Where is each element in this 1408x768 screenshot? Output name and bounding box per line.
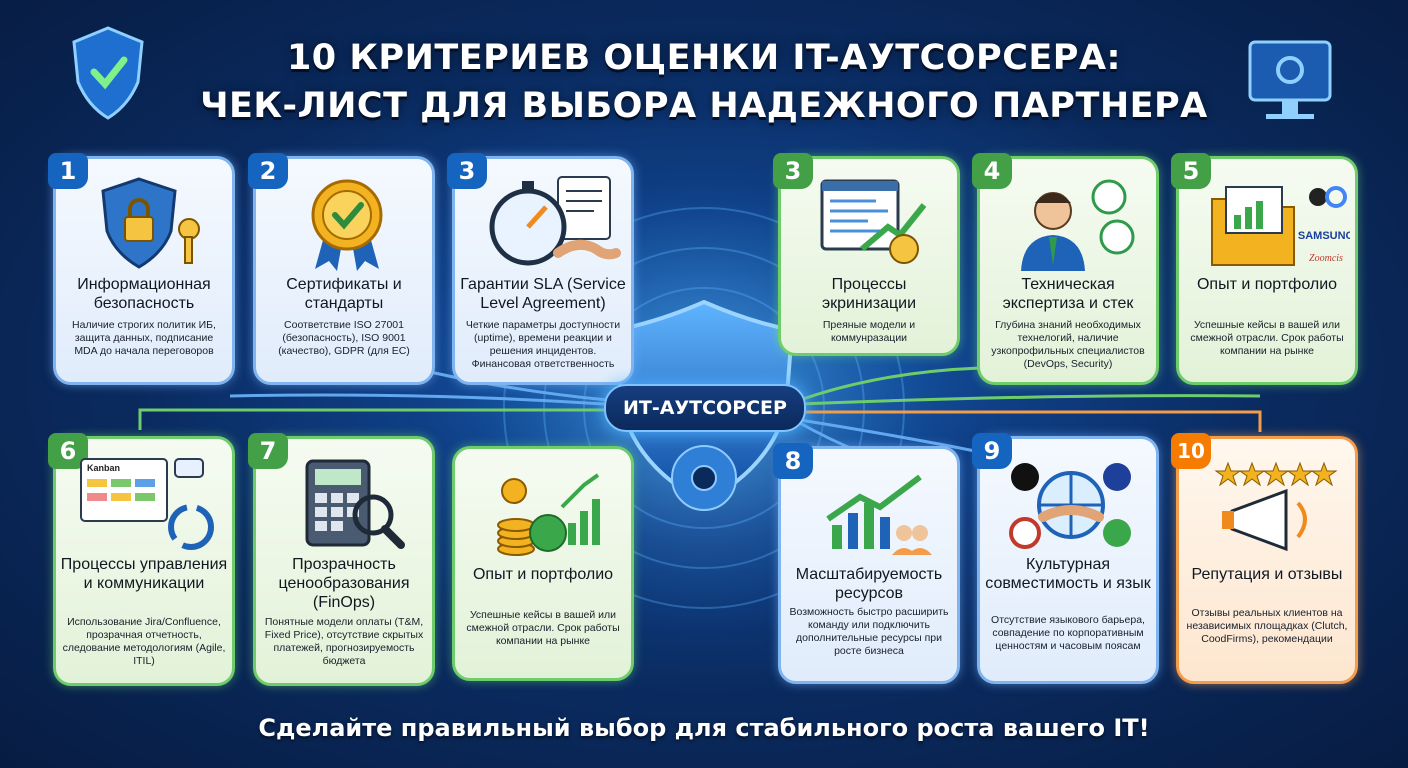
criterion-description: Успешные кейсы в вашей или смежной отрас… <box>466 609 620 647</box>
criterion-number-badge: 3 <box>773 153 813 189</box>
developer-icon <box>1021 179 1135 271</box>
footer-slogan: Сделайте правильный выбор для стабильног… <box>258 714 1150 742</box>
criterion-number-badge: 1 <box>48 153 88 189</box>
stopwatch-handshake-icon <box>489 176 621 266</box>
shield-lock-icon <box>101 177 200 269</box>
criterion-card-8: 7 Прозрачность ценообразования (FinOps) … <box>248 433 435 686</box>
criterion-title: Процессы экринизации <box>821 276 917 312</box>
criterion-title: Опыт и портфолио <box>1196 276 1338 293</box>
criterion-description: Четкие параметры доступности (uptime), в… <box>465 319 621 370</box>
criterion-number-badge: 2 <box>248 153 288 189</box>
criterion-number-badge: 4 <box>972 153 1012 189</box>
growth-team-icon <box>826 474 932 555</box>
criterion-description: Успешные кейсы в вашей или смежной отрас… <box>1190 319 1344 357</box>
kanban-board-label: Kanban <box>87 463 120 473</box>
criterion-title: Культурная совместимость и язык <box>985 556 1151 592</box>
page-title-line1: 10 КРИТЕРИЕВ ОЦЕНКИ IT-АУТСОРСЕРА: <box>286 38 1122 78</box>
criterion-description: Глубина знаний необходимых технелогий, н… <box>991 319 1145 370</box>
certificate-medal-icon <box>311 179 383 271</box>
code-growth-icon <box>820 179 927 264</box>
criterion-card-1: 1 Информационная безопасность Наличие ст… <box>48 153 235 385</box>
criterion-description: Отзывы реальных клиентов на независимых … <box>1186 607 1348 645</box>
criterion-description: Преяные модели и коммунразации <box>822 319 916 344</box>
kanban-board-icon: Kanban <box>80 458 214 550</box>
criterion-description: Использование Jira/Confluence, прозрачна… <box>62 616 226 667</box>
criterion-title: Сертификаты и стандарты <box>286 276 402 312</box>
criterion-number-badge: 8 <box>773 443 813 479</box>
criterion-card-2: 2 Сертификаты и стандарты Соответствие I… <box>248 153 435 385</box>
globe-flags-icon <box>1009 463 1131 549</box>
criterion-number-badge: 7 <box>248 433 288 469</box>
criterion-card-9: Опыт и портфолио Успешные кейсы в вашей … <box>452 446 634 681</box>
criterion-title: Информационная безопасность <box>77 276 211 312</box>
criterion-description: Возможность быстро расширить команду или… <box>789 606 949 657</box>
criterion-number-badge: 3 <box>447 153 487 189</box>
criterion-description: Наличие строгих политик ИБ, защита данны… <box>72 319 216 357</box>
criterion-description: Отсутствие языкового барьера, совпадение… <box>991 614 1145 652</box>
criterion-title: Репутация и отзывы <box>1191 566 1343 583</box>
calculator-icon <box>305 459 405 549</box>
criterion-card-3: 3 Гарантии SLA (Service Level Agreement)… <box>447 153 634 385</box>
center-label: ИТ-АУТСОРСЕР <box>604 384 806 432</box>
megaphone-stars-icon <box>1214 461 1338 552</box>
brand-logo-samsung: SAMSUNG <box>1298 230 1350 242</box>
criterion-card-4: 3 Процессы экринизации Преяные модели и … <box>773 153 960 356</box>
criterion-title: Опыт и портфолио <box>472 566 614 583</box>
brand-logo-zoomcis: Zoomcis <box>1309 253 1343 264</box>
criterion-card-11: 9 Культурная совместимость и язык Отсутс… <box>972 433 1159 684</box>
coins-chart-icon <box>497 473 600 556</box>
criterion-title: Прозрачность ценообразования (FinOps) <box>278 556 410 611</box>
portfolio-folder-icon: SAMSUNG Zoomcis <box>1211 186 1350 266</box>
criterion-card-12: 10 Репутация и отзывы Отзывы реальных кл… <box>1171 433 1358 684</box>
criterion-title: Техническая экспертиза и стек <box>1002 276 1134 312</box>
criterion-card-6: 5 SAMSUNG Zoomcis Опыт и портфолио Успеш… <box>1171 153 1358 385</box>
criterion-number-badge: 9 <box>972 433 1012 469</box>
criterion-title: Процессы управления и коммуникации <box>60 556 228 592</box>
criterion-card-7: 6 Kanban Процессы управления и коммуника… <box>48 433 235 686</box>
criterion-title: Масштабируемость ресурсов <box>795 566 943 602</box>
criterion-description: Соответствие ISO 27001 (безопасность), I… <box>278 319 410 357</box>
criterion-description: Понятные модели оплаты (T&M, Fixed Price… <box>264 616 424 667</box>
criterion-number-badge: 5 <box>1171 153 1211 189</box>
criterion-card-10: 8 Масштабируемость ресурсов Возможность … <box>773 443 960 684</box>
criterion-number-badge: 10 <box>1171 433 1211 469</box>
page-title-line2: ЧЕК-ЛИСТ ДЛЯ ВЫБОРА НАДЕЖНОГО ПАРТНЕРА <box>200 86 1208 126</box>
criterion-card-5: 4 Техническая экспертиза и стек Глубина … <box>972 153 1159 385</box>
criterion-title: Гарантии SLA (Service Level Agreement) <box>460 276 626 312</box>
